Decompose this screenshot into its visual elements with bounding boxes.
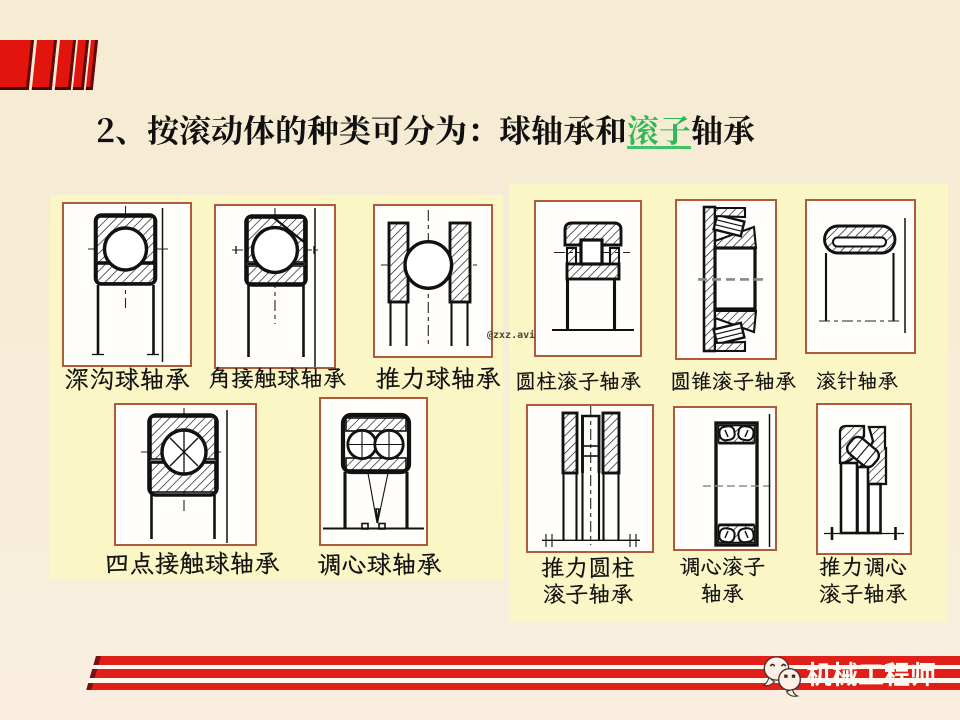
footer-watermark: 机械工程师 [758, 648, 936, 702]
bearing-label-text: 角接触球轴承 [209, 366, 346, 389]
bearing-label: 深沟球轴承 [65, 366, 190, 391]
bearing-label: 角接触球轴承 [208, 366, 346, 389]
bearing-label: 轴承 [701, 582, 744, 604]
title-text: 2、按滚动体的种类可分为：球轴承和 [97, 114, 626, 146]
bearing-label: 滚子轴承 [543, 582, 633, 605]
bearing-label-text: 深沟球轴承 [65, 367, 190, 391]
diagram-tapered-roller-bearing [698, 205, 768, 353]
diagram-thrust-ball-bearing [381, 210, 477, 346]
diagram-needle-roller-bearing [819, 218, 906, 333]
accent-bar [54, 40, 76, 90]
title-text-highlight: 滚子 [627, 114, 692, 149]
bearing-label: 滚子轴承 [819, 582, 907, 604]
bearing-label-text: 轴承 [701, 583, 744, 604]
diagram-cylindrical-roller-bearing [552, 221, 634, 331]
title-text: 轴承 [691, 115, 755, 146]
bearing-label-text: 圆锥滚子轴承 [672, 371, 796, 391]
diagram-deep-groove-ball-bearing [88, 206, 168, 362]
bearing-label-text: 推力调心 [819, 556, 907, 577]
diagram-thrust-cylindrical-roller-bearing [542, 406, 640, 547]
bearing-label: 滚针轴承 [816, 370, 898, 391]
bearing-label: 调心球轴承 [317, 551, 442, 576]
bearing-label: 圆柱滚子轴承 [515, 370, 641, 391]
bearing-label-text: 滚子轴承 [819, 583, 907, 604]
bearing-label: 四点接触球轴承 [105, 550, 280, 575]
bearing-label: 调心滚子 [679, 555, 765, 577]
bearing-label-text: 滚针轴承 [816, 371, 898, 391]
diagram-angular-contact-ball-bearing [232, 208, 318, 367]
bearing-label-text: 四点接触球轴承 [106, 551, 280, 575]
wechat-icon [761, 656, 801, 697]
accent-bar [0, 40, 34, 90]
bearing-label: 推力调心 [819, 555, 907, 577]
top-left-accent-bars [0, 40, 98, 90]
bearing-label-text: 调心球轴承 [317, 552, 442, 576]
diagram-thrust-self-aligning-roller-bearing [824, 424, 904, 540]
video-annotation: @zxz.avi [487, 330, 536, 341]
title-text-black-2: 轴承 [691, 114, 755, 146]
title-highlight-text: 滚子 [627, 114, 690, 146]
bearing-label: 圆锥滚子轴承 [670, 370, 796, 391]
accent-bar [31, 40, 57, 90]
figure-box-needle-roller-bearing [805, 199, 916, 354]
bearing-label-text: 滚子轴承 [543, 583, 633, 605]
bearing-label: 推力圆柱 [541, 555, 635, 579]
bearing-label-text: 推力圆柱 [541, 556, 635, 579]
footer-brand-text: 机械工程师 [806, 661, 935, 687]
diagram-self-aligning-roller-bearing [703, 414, 771, 547]
footer-brand-name: 机械工程师 [806, 661, 936, 687]
bearing-label-text: 圆柱滚子轴承 [517, 371, 641, 391]
bearing-label-text: 推力球轴承 [376, 366, 501, 390]
bearing-label: 推力球轴承 [376, 365, 501, 390]
figure-box-thrust-cylindrical-roller-bearing [526, 404, 654, 553]
title-text-black-1: 2、按滚动体的种类可分为：球轴承和 [96, 114, 627, 146]
diagram-four-point-contact-ball-bearing [141, 408, 228, 543]
diagram-self-aligning-ball-bearing [323, 412, 424, 530]
bearing-label-text: 调心滚子 [680, 556, 765, 577]
slide-title: 2、按滚动体的种类可分为：球轴承和滚子轴承 [96, 114, 755, 149]
